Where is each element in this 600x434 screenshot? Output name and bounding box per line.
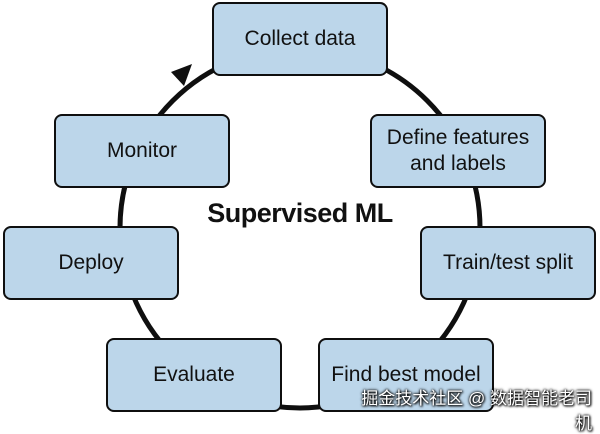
- step-collect-data-label: Collect data: [244, 27, 356, 50]
- step-find-best-model: Find best model: [318, 338, 494, 412]
- step-train-test-split-label: Train/test split: [443, 251, 573, 274]
- step-evaluate: Evaluate: [106, 338, 282, 412]
- step-train-test-split: Train/test split: [420, 226, 596, 300]
- center-title: Supervised ML: [207, 198, 393, 228]
- step-define-features-label: Define features and labels: [386, 126, 530, 175]
- step-define-features: Define features and labels: [370, 114, 546, 188]
- watermark-text: 掘金技术社区 @ 数据智能老司机: [361, 389, 592, 433]
- cycle-arrowhead: [171, 64, 192, 86]
- step-monitor-label: Monitor: [106, 139, 178, 162]
- step-collect-data: Collect data: [212, 2, 388, 76]
- step-evaluate-label: Evaluate: [153, 363, 235, 386]
- step-deploy-label: Deploy: [58, 251, 124, 274]
- step-deploy: Deploy: [3, 226, 179, 300]
- step-monitor: Monitor: [54, 114, 230, 188]
- step-find-best-model-label: Find best model: [331, 363, 481, 386]
